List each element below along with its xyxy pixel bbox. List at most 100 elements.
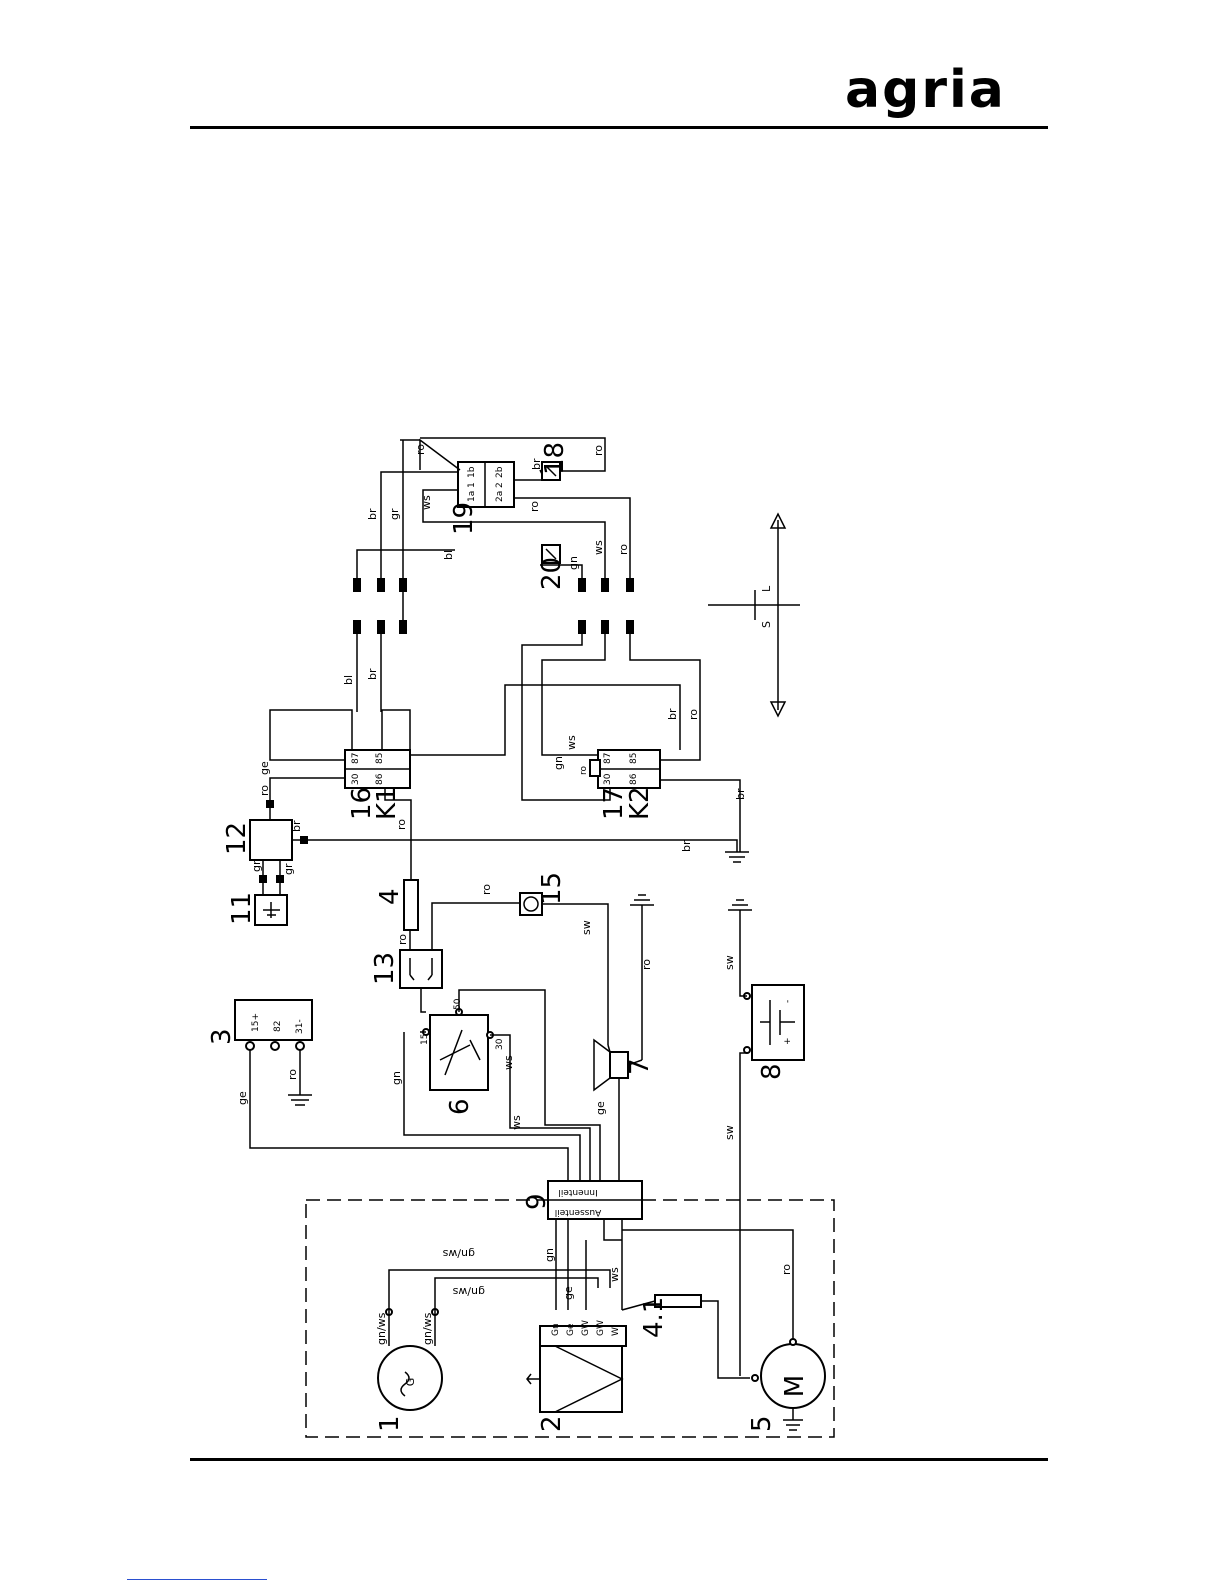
label-11: 11	[227, 892, 257, 925]
svg-text:ro: ro	[579, 765, 589, 775]
footer-link-underline	[127, 1579, 267, 1580]
svg-text:ws: ws	[608, 1267, 621, 1282]
svg-text:2a: 2a	[495, 491, 505, 502]
svg-text:82: 82	[273, 1021, 283, 1032]
svg-text:ro: ro	[528, 501, 541, 512]
switch-20: 20	[537, 544, 567, 590]
svg-text:ge: ge	[562, 1286, 575, 1300]
svg-text:1a: 1a	[467, 491, 477, 502]
svg-text:G: G	[404, 1378, 417, 1387]
switch-11: 11	[227, 875, 288, 926]
starter-motor-5: M 5 ro	[622, 1229, 826, 1432]
svg-text:br: br	[680, 840, 693, 852]
svg-text:86: 86	[629, 773, 639, 785]
svg-text:sw: sw	[580, 920, 593, 935]
plug-connectors: bl br bl br gr gn ws ws ro	[342, 440, 634, 712]
label-4: 4	[375, 888, 405, 905]
connector-9: Innenteil Aussenteil 9	[522, 1180, 643, 1220]
fuse-4-1: 4.1	[621, 1294, 750, 1379]
header-rule	[190, 126, 1048, 129]
relay-16-k1: 87 30 85 86 16 K1 ro	[269, 709, 412, 858]
svg-text:ge: ge	[594, 1101, 607, 1115]
svg-text:sw: sw	[723, 955, 736, 970]
label-12: 12	[222, 822, 252, 855]
svg-text:-: -	[783, 1000, 793, 1003]
label-innenteil: Innenteil	[558, 1187, 597, 1197]
svg-text:30: 30	[351, 773, 361, 785]
label-13: 13	[370, 952, 400, 985]
switch-19: 1a 1 1b 2a 2 2b 19 ro br ro	[400, 438, 547, 535]
label-5: 5	[747, 1415, 777, 1432]
svg-text:87: 87	[603, 753, 613, 764]
svg-text:W: W	[611, 1327, 621, 1336]
svg-text:15: 15	[420, 1034, 430, 1045]
module-12: 12 gr gr ro ge br br	[222, 761, 749, 875]
svg-text:ro: ro	[414, 444, 427, 455]
horn-7: 7 ge	[593, 1038, 655, 1181]
svg-text:+: +	[783, 1037, 793, 1045]
svg-text:ge: ge	[258, 761, 271, 775]
switch-18: 18 ro	[420, 437, 606, 481]
label-k2: K2	[625, 786, 655, 820]
svg-text:gn: gn	[543, 1248, 556, 1262]
svg-text:ws: ws	[592, 540, 605, 555]
svg-text:ro: ro	[258, 785, 271, 796]
svg-text:31-: 31-	[295, 1019, 305, 1034]
label-l: L	[760, 585, 773, 592]
svg-text:2b: 2b	[495, 466, 505, 478]
svg-text:85: 85	[375, 753, 385, 764]
label-s: S	[760, 621, 773, 628]
svg-text:gn: gn	[552, 756, 565, 770]
label-9: 9	[522, 1193, 552, 1210]
svg-text:br: br	[530, 458, 543, 470]
relay-17-k2: 87 30 85 86 ro 17 K2 br gn ws ro br	[410, 632, 747, 852]
battery-8: + - 8 sw sw	[723, 899, 805, 1376]
svg-text:50: 50	[453, 998, 463, 1010]
svg-text:gn: gn	[390, 1071, 403, 1085]
label-16: 16	[347, 787, 377, 820]
svg-text:87: 87	[351, 753, 361, 764]
svg-text:gn/ws: gn/ws	[375, 1312, 388, 1345]
svg-text:ro: ro	[780, 1264, 793, 1275]
label-aussenteil: Aussenteil	[555, 1207, 602, 1217]
svg-text:30: 30	[603, 773, 613, 785]
svg-text:gr: gr	[388, 508, 401, 520]
svg-text:ro: ro	[395, 819, 408, 830]
svg-text:br: br	[366, 668, 379, 680]
label-20: 20	[537, 557, 567, 590]
label-1: 1	[375, 1415, 405, 1432]
svg-text:ro: ro	[687, 709, 700, 720]
svg-text:gn/ws: gn/ws	[442, 1247, 475, 1260]
svg-text:br: br	[290, 820, 303, 832]
direction-arrow: S L	[708, 512, 800, 718]
label-6: 6	[445, 1098, 475, 1115]
agria-logo: agria	[845, 60, 1006, 120]
label-3: 3	[207, 1028, 237, 1045]
ground-7	[630, 894, 654, 1060]
svg-text:ro: ro	[396, 934, 409, 945]
svg-text:GW: GW	[581, 1320, 591, 1336]
generator-1: G 1 gn/ws gn/ws gn/ws gn/ws	[375, 1247, 611, 1432]
label-k1: K1	[372, 786, 402, 820]
svg-text:ro: ro	[617, 544, 630, 555]
svg-text:ws: ws	[420, 495, 433, 510]
svg-text:ws: ws	[502, 1055, 515, 1070]
svg-text:bl: bl	[342, 675, 355, 685]
hour-meter-15: 15 ro sw	[480, 872, 609, 1045]
svg-text:30: 30	[495, 1038, 505, 1050]
footer-rule	[190, 1458, 1048, 1461]
label-19: 19	[449, 502, 479, 535]
svg-text:gr: gr	[250, 860, 263, 872]
svg-text:GW: GW	[596, 1320, 606, 1336]
label-15: 15	[537, 872, 567, 905]
svg-text:ge: ge	[236, 1091, 249, 1105]
label-4-1: 4.1	[639, 1297, 669, 1338]
fuse-holder-13: 13 ro	[370, 902, 520, 1013]
svg-text:ws: ws	[565, 735, 578, 750]
svg-text:86: 86	[375, 773, 385, 785]
fuse-4: 4	[375, 858, 419, 931]
label-18: 18	[540, 442, 570, 475]
svg-text:ro: ro	[592, 445, 605, 456]
svg-text:ro: ro	[286, 1069, 299, 1080]
